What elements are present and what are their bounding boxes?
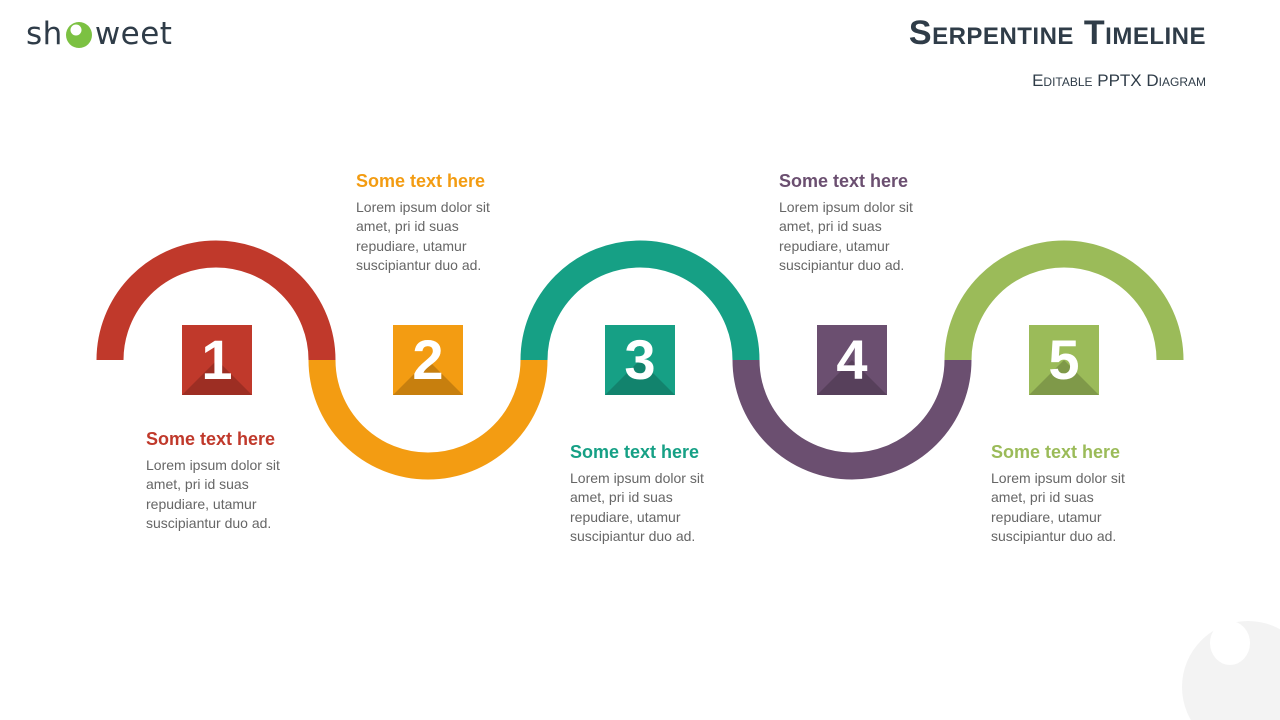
step-description: Lorem ipsum dolor sit amet, pri id suas … [779, 199, 913, 273]
watermark-logo-icon [1182, 621, 1280, 720]
arc-segment-2 [308, 359, 548, 480]
step-text-5: Some text here Lorem ipsum dolor sit ame… [991, 441, 1181, 546]
step-heading: Some text here [991, 442, 1121, 462]
step-number-box-5: 5 [1029, 325, 1099, 395]
logo-text-right: weet [94, 16, 173, 52]
step-heading: Some text here [570, 442, 700, 462]
showeet-logo: sh weet [26, 14, 172, 54]
arc-segment-1 [96, 240, 336, 361]
step-description: Lorem ipsum dolor sit amet, pri id suas … [146, 457, 280, 531]
arc-segment-3 [520, 240, 760, 361]
step-heading: Some text here [356, 171, 486, 191]
slide-title: Serpentine Timeline [908, 14, 1206, 52]
step-number: 2 [412, 328, 444, 391]
step-description: Lorem ipsum dolor sit amet, pri id suas … [570, 470, 704, 544]
step-number: 3 [624, 328, 656, 391]
step-description: Lorem ipsum dolor sit amet, pri id suas … [356, 199, 490, 273]
arc-segment-5 [944, 240, 1184, 361]
logo-leaf-icon [65, 22, 92, 48]
step-description: Lorem ipsum dolor sit amet, pri id suas … [991, 470, 1125, 544]
step-text-4: Some text here Lorem ipsum dolor sit ame… [779, 170, 969, 275]
step-number: 1 [201, 328, 233, 391]
step-number-box-3: 3 [605, 325, 675, 395]
slide-subtitle: Editable PPTX Diagram [1032, 71, 1206, 90]
step-number-box-2: 2 [393, 325, 463, 395]
arc-segment-4 [732, 359, 972, 480]
step-text-2: Some text here Lorem ipsum dolor sit ame… [356, 170, 546, 275]
step-text-3: Some text here Lorem ipsum dolor sit ame… [570, 441, 760, 546]
step-number-box-1: 1 [182, 325, 252, 395]
step-number-box-4: 4 [817, 325, 887, 395]
step-number: 4 [836, 328, 868, 391]
logo-text-left: sh [26, 16, 63, 52]
step-text-1: Some text here Lorem ipsum dolor sit ame… [146, 428, 336, 533]
step-heading: Some text here [779, 171, 909, 191]
step-number: 5 [1048, 328, 1080, 391]
step-heading: Some text here [146, 429, 276, 449]
